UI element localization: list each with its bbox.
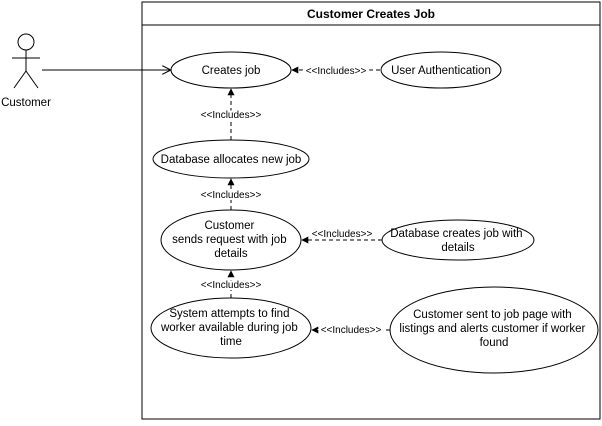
- use-case-label: User Authentication: [391, 65, 491, 77]
- use-case-user-authentication[interactable]: User Authentication: [380, 51, 502, 89]
- use-case-label: System attempts to find worker available…: [160, 308, 301, 348]
- actor-label: Customer: [1, 97, 51, 109]
- use-case-label: Customer sends request with job details: [172, 220, 290, 260]
- actor-customer[interactable]: Customer: [1, 33, 51, 109]
- include-label: <<Includes>>: [312, 229, 373, 240]
- use-case-database-allocates[interactable]: Database allocates new job: [152, 139, 310, 179]
- include-label: <<Includes>>: [201, 280, 262, 291]
- stick-figure-icon: [12, 33, 40, 89]
- use-case-creates-job[interactable]: Creates job: [170, 51, 292, 89]
- include-label: <<Includes>>: [306, 66, 367, 77]
- system-boundary: Customer Creates Job: [141, 1, 601, 420]
- use-case-label: Creates job: [202, 65, 261, 77]
- include-label: <<Includes>>: [201, 190, 262, 201]
- system-title: Customer Creates Job: [307, 7, 435, 21]
- use-case-system-attempts[interactable]: System attempts to find worker available…: [150, 297, 312, 359]
- use-case-database-creates[interactable]: Database creates job with details: [381, 219, 535, 261]
- use-case-label: Database creates job with details: [390, 228, 526, 254]
- include-label: <<Includes>>: [201, 110, 262, 121]
- use-case-sends-request[interactable]: Customer sends request with job details: [160, 209, 302, 271]
- use-case-label: Customer sent to job page with listings …: [399, 309, 588, 349]
- use-case-label: Database allocates new job: [161, 154, 302, 166]
- include-label: <<Includes>>: [321, 325, 382, 336]
- include-relations: <<Includes>> <<Includes>> <<Includes>> <…: [199, 64, 390, 338]
- use-case-customer-sent[interactable]: Customer sent to job page with listings …: [389, 286, 599, 374]
